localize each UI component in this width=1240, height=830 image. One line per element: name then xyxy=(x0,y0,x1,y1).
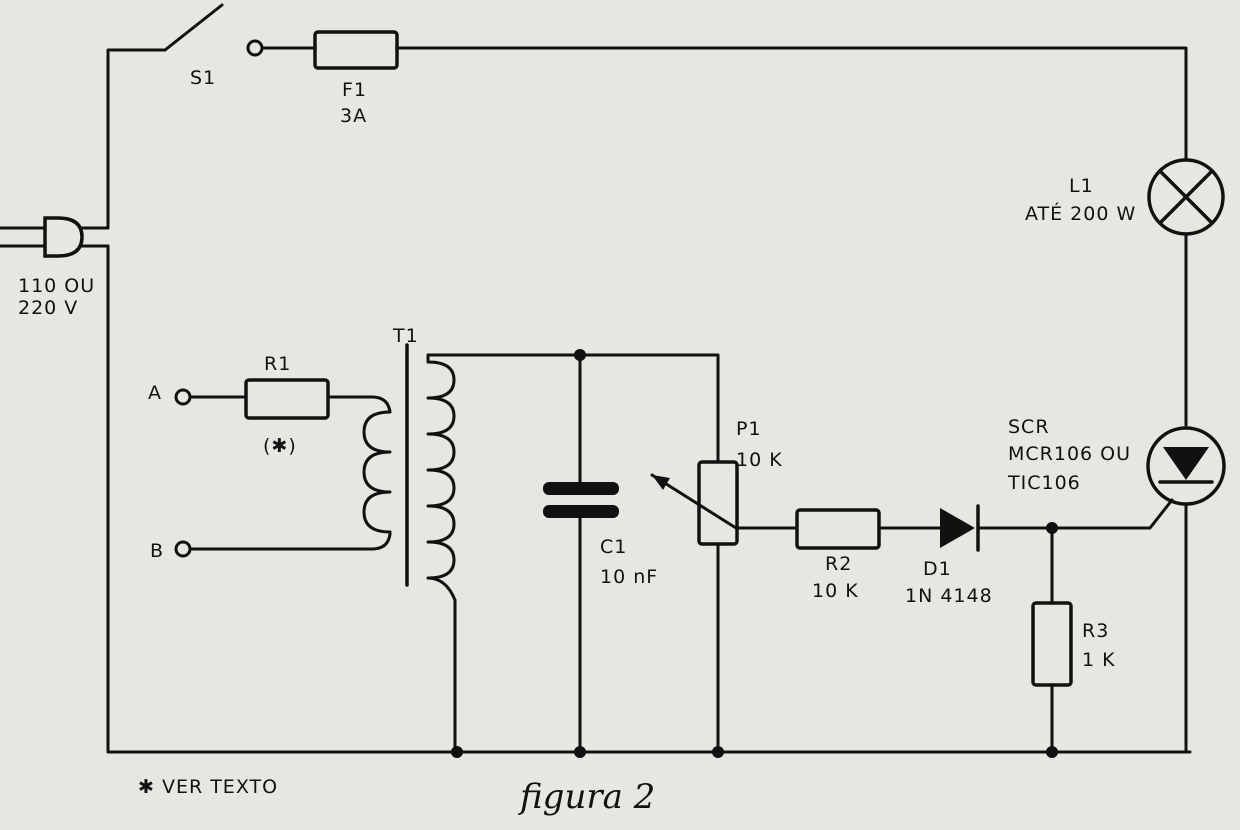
diode-d1 xyxy=(940,504,980,552)
scr-label-line3: TIC106 xyxy=(1007,472,1081,494)
capacitor-c1-label: C1 xyxy=(600,536,627,558)
resistor-r2-label: R2 xyxy=(825,553,852,575)
diode-d1-label: D1 xyxy=(923,558,952,580)
potentiometer-p1-value: 10 K xyxy=(736,449,783,471)
lamp-l1-label: L1 xyxy=(1069,175,1094,197)
potentiometer-p1 xyxy=(650,460,739,754)
figure-caption: figura 2 xyxy=(517,777,655,817)
terminal-b xyxy=(174,540,192,558)
scr-thyristor xyxy=(1146,426,1226,754)
fuse-f1 xyxy=(313,30,399,70)
resistor-r3-value: 1 K xyxy=(1082,649,1116,671)
resistor-r1-note: (✱) xyxy=(263,435,297,457)
lamp-l1 xyxy=(1147,158,1225,236)
capacitor-c1-value: 10 nF xyxy=(600,566,658,588)
switch-s1-label: S1 xyxy=(190,67,216,89)
junction-bottom-c1 xyxy=(574,746,586,758)
wire-top-node xyxy=(426,353,720,464)
resistor-r2 xyxy=(795,508,881,550)
diode-d1-value: 1N 4148 xyxy=(905,585,993,607)
wire-top-left xyxy=(106,48,167,230)
resistor-r1-label: R1 xyxy=(264,353,291,375)
power-plug xyxy=(0,216,110,258)
junction-bottom-p1 xyxy=(712,746,724,758)
junction-bottom-r3 xyxy=(1046,746,1058,758)
terminal-b-label: B xyxy=(150,540,164,562)
resistor-r2-value: 10 K xyxy=(812,580,859,602)
footnote: ✱ VER TEXTO xyxy=(138,776,278,798)
power-label-line1: 110 OU xyxy=(18,275,95,297)
fuse-f1-label: F1 xyxy=(342,79,367,101)
resistor-r3-label: R3 xyxy=(1082,620,1109,642)
transformer-t1-label: T1 xyxy=(392,325,419,347)
transformer-t1 xyxy=(362,343,457,754)
wire-gate xyxy=(976,498,1174,530)
wire-bottom-rail xyxy=(106,244,1192,754)
lamp-l1-value: ATÉ 200 W xyxy=(1025,202,1136,225)
potentiometer-p1-label: P1 xyxy=(736,418,762,440)
terminal-a-label: A xyxy=(148,382,162,404)
terminal-a xyxy=(174,388,192,406)
resistor-r1 xyxy=(244,378,330,420)
wire-top-right xyxy=(395,46,1188,162)
switch-s1 xyxy=(163,3,264,57)
resistor-r3 xyxy=(1031,601,1073,687)
scr-label-line1: SCR xyxy=(1008,416,1050,438)
capacitor-c1 xyxy=(543,353,619,754)
junction-bottom-t1 xyxy=(451,746,463,758)
fuse-f1-value: 3A xyxy=(340,105,367,127)
scr-label-line2: MCR106 OU xyxy=(1008,443,1131,465)
power-label-line2: 220 V xyxy=(18,297,78,319)
